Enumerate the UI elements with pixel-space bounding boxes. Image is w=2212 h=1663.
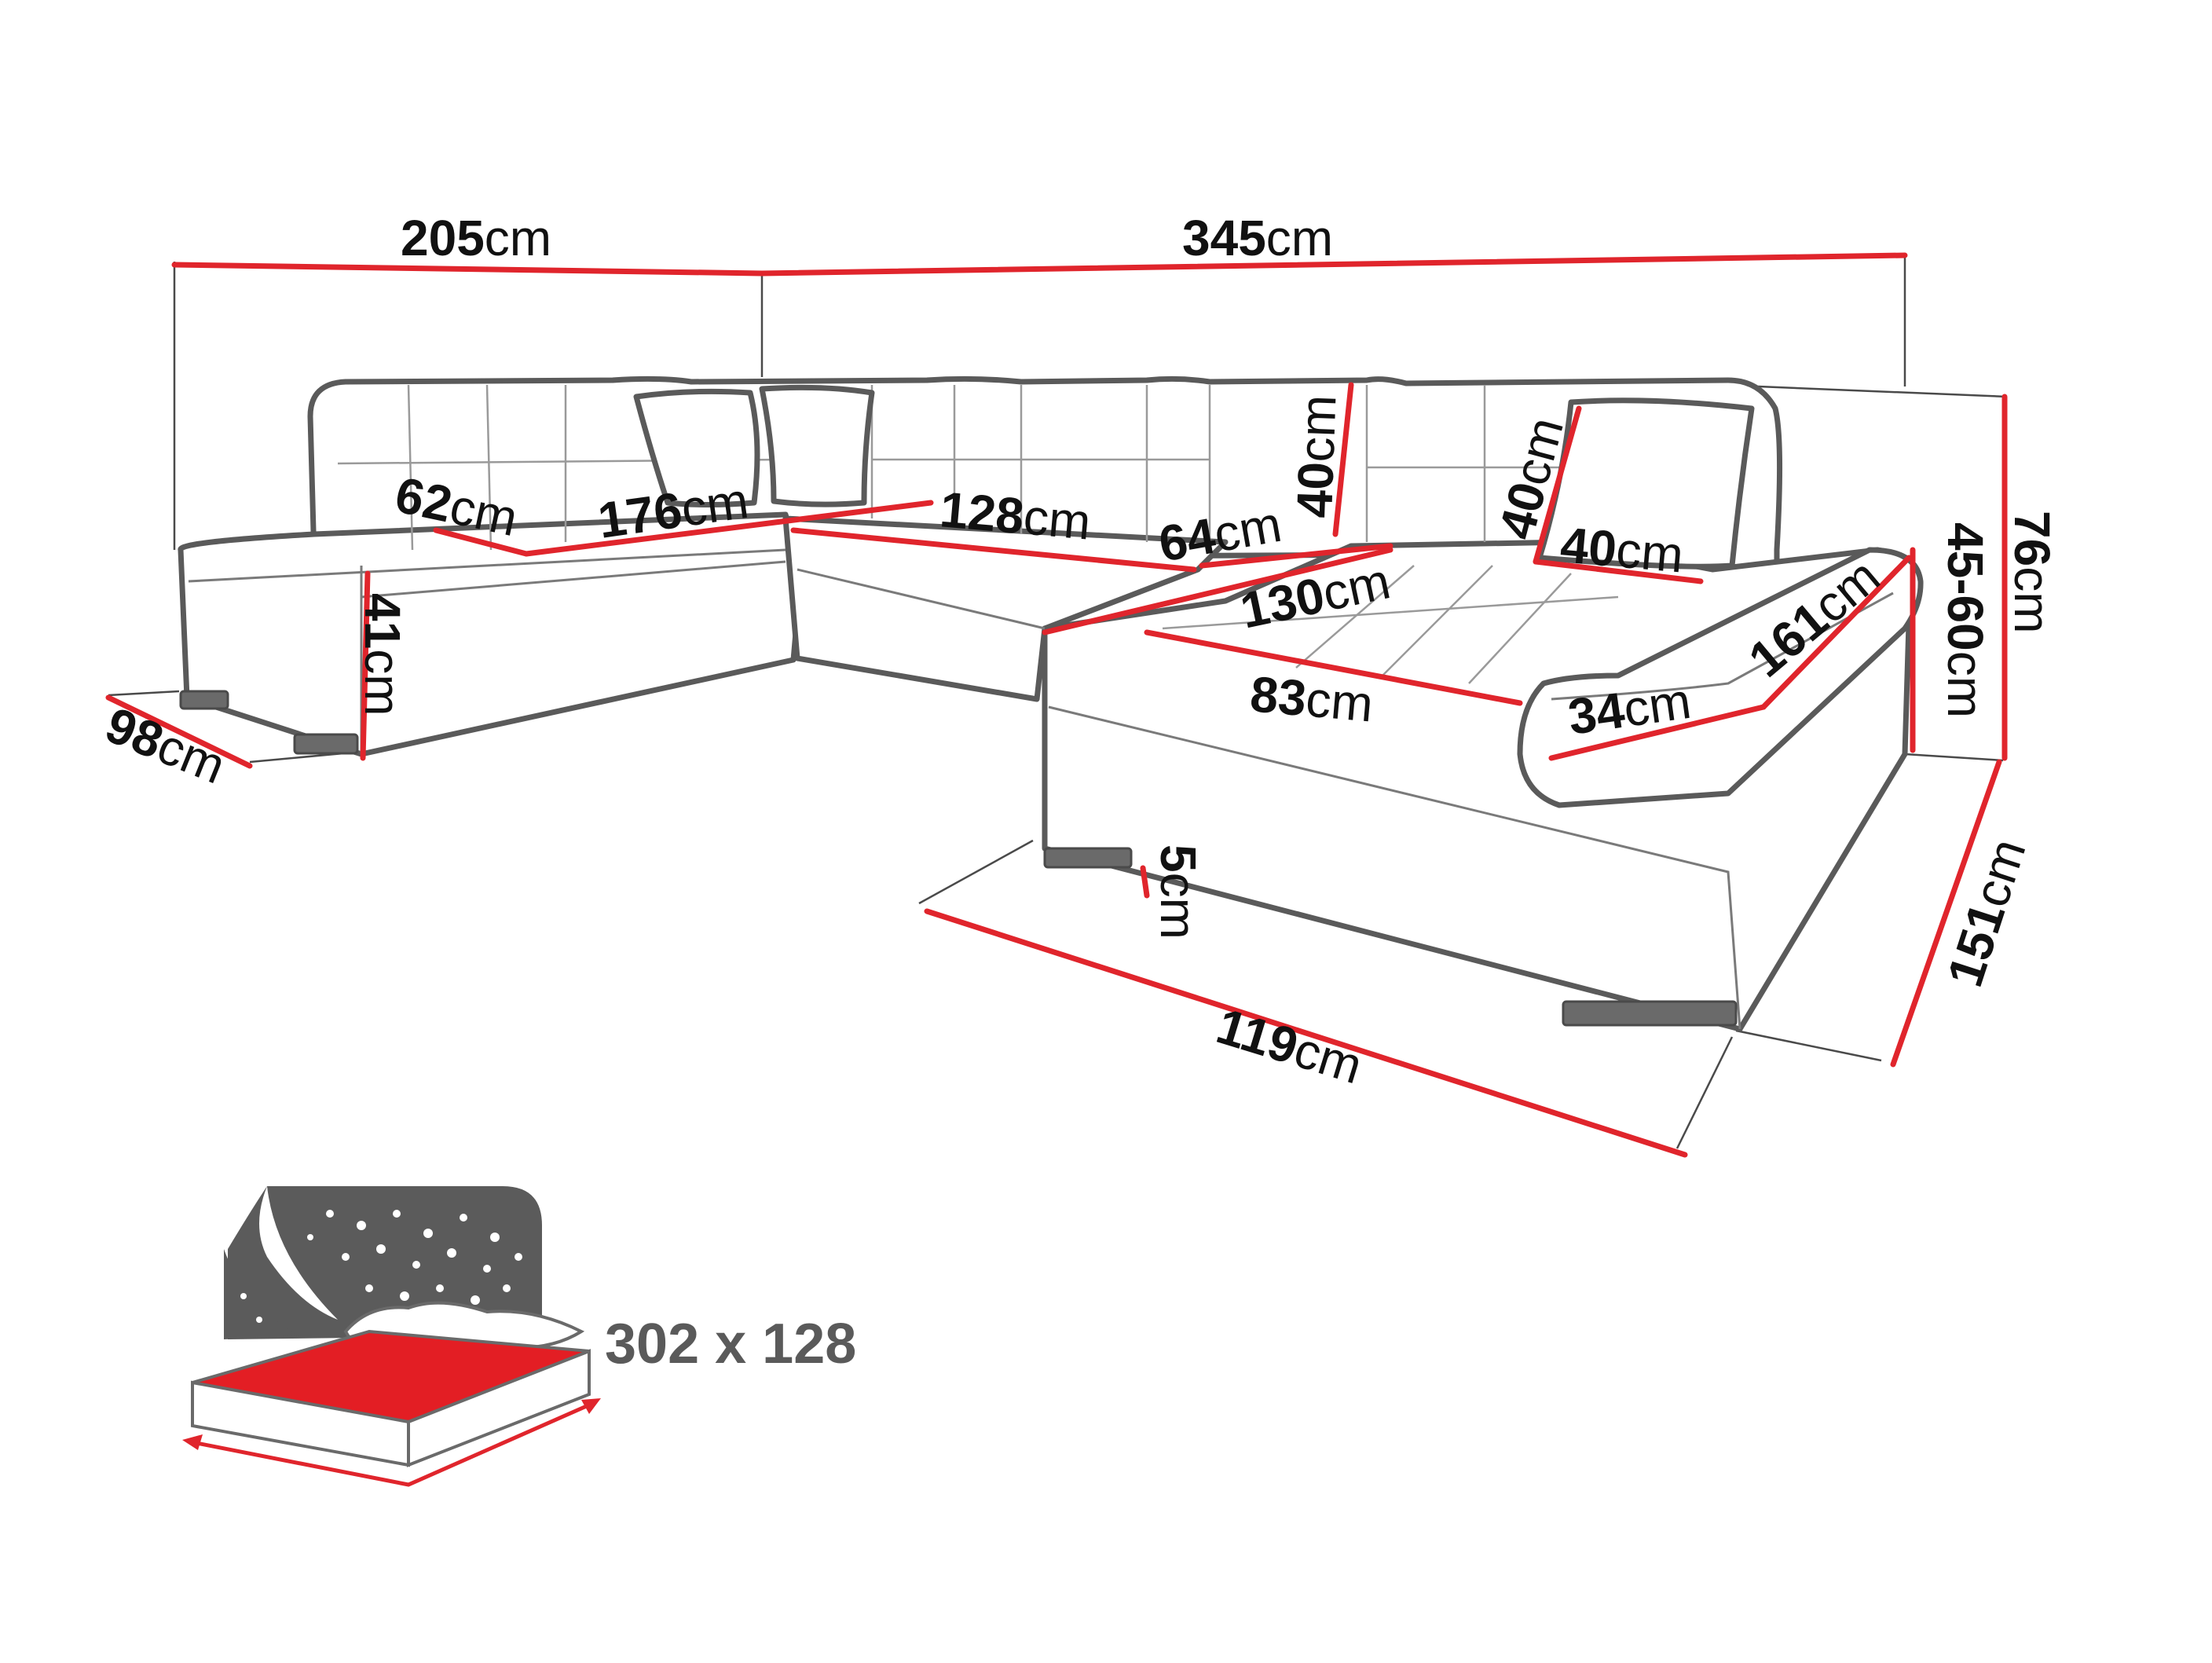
label-41: 41cm <box>354 593 411 716</box>
dim-line-40-back <box>1332 382 1354 537</box>
label-130: 130cm <box>1236 552 1395 639</box>
dim-line-40-cushion <box>1533 559 1704 584</box>
label-83: 83cm <box>1248 665 1375 732</box>
label-345: 345cm <box>1182 210 1333 266</box>
bed-side-right <box>407 1349 591 1467</box>
label-62: 62cm <box>390 466 522 547</box>
foot-chaise-2 <box>1562 1000 1738 1027</box>
label-40-back: 40cm <box>1286 394 1346 519</box>
dim-line-345 <box>759 252 1908 277</box>
sofa-left-seat <box>178 511 804 757</box>
arrow-head-right <box>581 1398 601 1414</box>
foot-left-1 <box>179 690 229 710</box>
dim-line-40-right <box>1533 405 1582 565</box>
foot-left-2 <box>293 733 359 755</box>
dim-line-5 <box>1140 865 1150 899</box>
middle-seat-front-line <box>797 568 1046 630</box>
stars <box>240 1210 522 1323</box>
dim-line-128 <box>790 527 1197 573</box>
bed-size-label: 302 x 128 <box>605 1313 856 1375</box>
dim-line-176 <box>523 500 934 557</box>
left-seat-top-line <box>188 548 786 583</box>
backrest-seams <box>337 384 1571 551</box>
foot-chaise-1 <box>1043 847 1133 869</box>
label-64: 64cm <box>1155 496 1286 573</box>
label-40-cushion: 40cm <box>1558 516 1686 583</box>
moon-curve <box>259 1186 338 1320</box>
label-34: 34cm <box>1565 672 1694 745</box>
dim-line-119 <box>924 908 1688 1158</box>
dim-line-98 <box>105 694 253 769</box>
label-76: 76cm <box>2004 511 2060 634</box>
dim-line-130 <box>1042 547 1393 636</box>
left-seat-front-line <box>361 560 786 599</box>
bed-length-arrow <box>186 1400 598 1487</box>
dim-line-161 <box>1760 555 1912 710</box>
chaise-seams <box>1162 565 1619 684</box>
guide-lines <box>108 254 2008 1149</box>
label-98: 98cm <box>98 696 233 794</box>
dim-line-151 <box>1890 759 2002 1068</box>
night-panel-left <box>224 1249 298 1339</box>
label-151: 151cm <box>1936 832 2037 993</box>
armrest-inner-line <box>1551 592 1894 701</box>
arrow-head-left <box>182 1434 203 1450</box>
label-176: 176cm <box>595 472 752 549</box>
label-5: 5cm <box>1150 844 1207 940</box>
label-205: 205cm <box>401 210 551 266</box>
label-45-60: 45-60cm <box>1937 522 1994 718</box>
pillow-2 <box>759 384 875 507</box>
sofa-outline <box>178 375 1924 1032</box>
dim-line-64 <box>1199 543 1393 569</box>
dimension-labels: 205cm 345cm 62cm 176cm 128cm 64cm 40cm 4… <box>98 210 2060 1095</box>
dim-line-205 <box>171 262 765 277</box>
chaise-front-face <box>1048 705 1741 1030</box>
sleeping-function-icon: 302 x 128 <box>182 1186 856 1487</box>
dim-line-34 <box>1548 704 1767 761</box>
label-128: 128cm <box>938 481 1093 550</box>
dimension-lines <box>105 252 2008 1158</box>
label-119: 119cm <box>1210 998 1368 1095</box>
dim-line-83 <box>1144 629 1523 706</box>
dim-line-41 <box>360 570 371 761</box>
pillow-1 <box>633 388 760 507</box>
dim-line-62 <box>433 527 529 557</box>
